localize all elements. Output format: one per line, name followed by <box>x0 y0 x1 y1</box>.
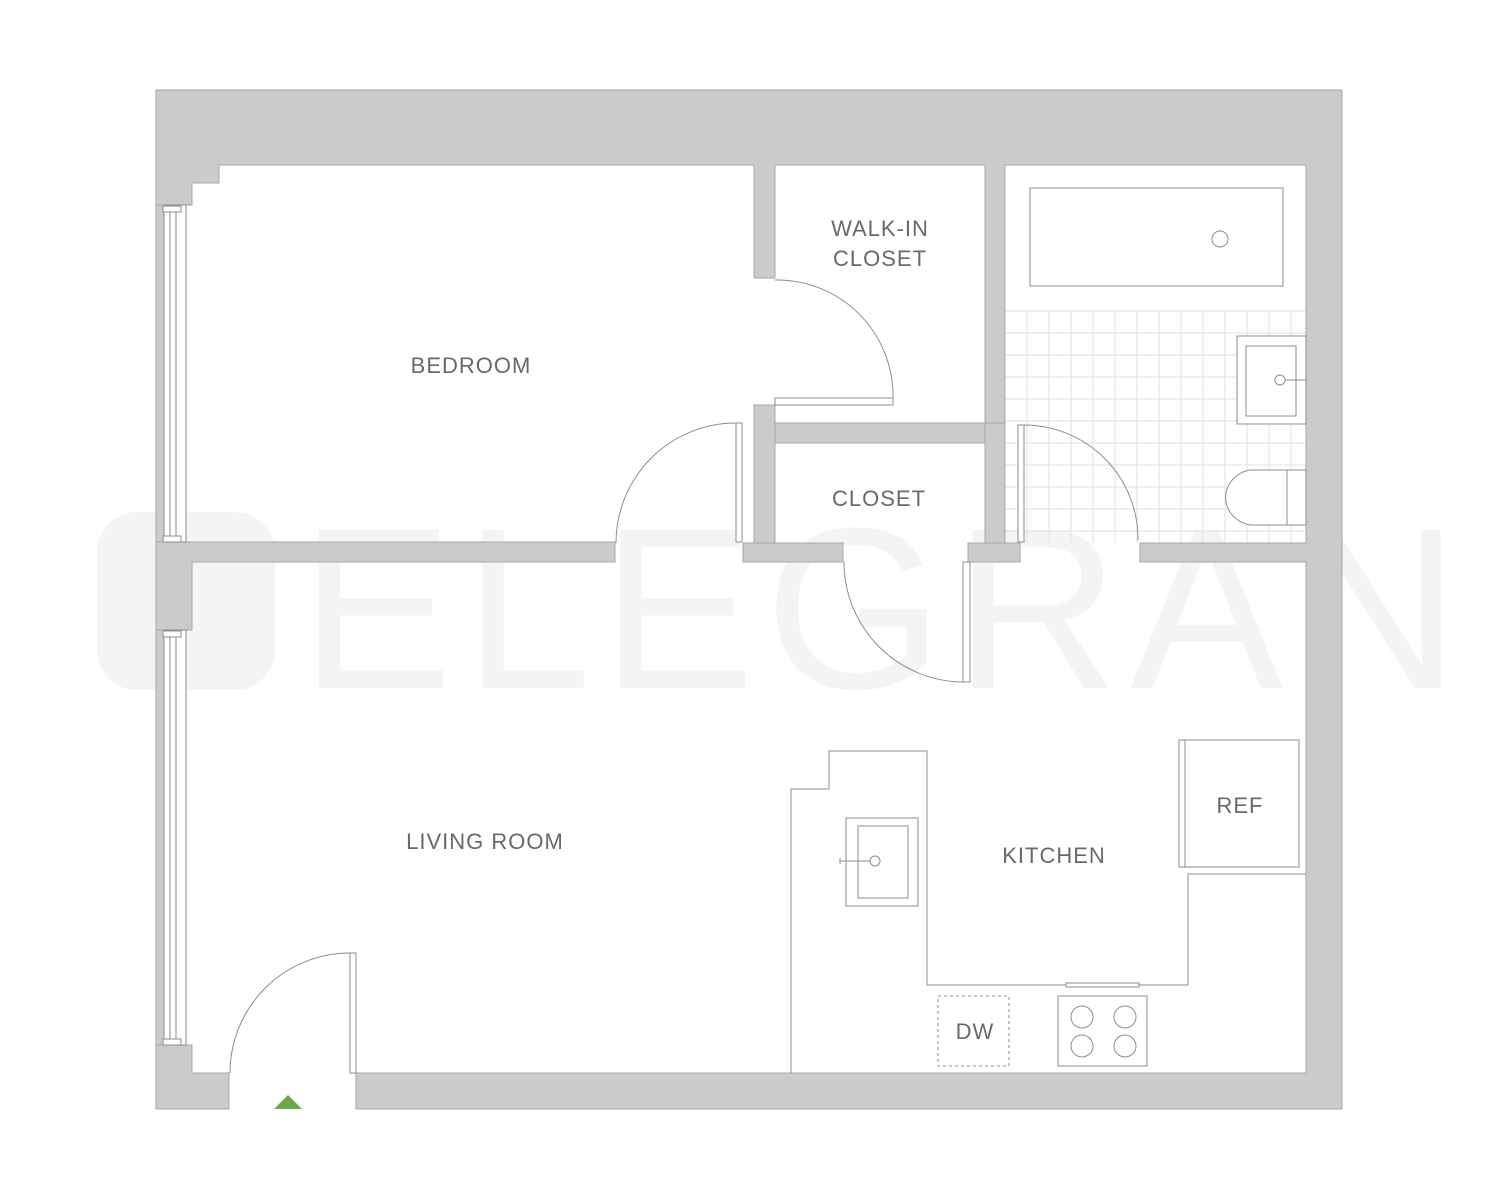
label-living-room: LIVING ROOM <box>406 829 564 854</box>
bedroom-door <box>615 422 743 544</box>
interior-walls <box>742 404 1006 563</box>
entry-door <box>229 952 357 1074</box>
doors <box>229 279 1139 1074</box>
closet-door <box>843 561 971 683</box>
label-walk-in-closet-line2: CLOSET <box>833 246 927 271</box>
windows <box>162 204 187 1046</box>
label-closet: CLOSET <box>832 486 926 511</box>
kitchen-fixtures <box>790 739 1306 1073</box>
label-walk-in-closet-line1: WALK-IN <box>831 216 929 241</box>
entry-arrow-icon <box>274 1095 302 1109</box>
room-labels: BEDROOM WALK-IN CLOSET CLOSET LIVING ROO… <box>406 216 1264 1044</box>
bathroom-door <box>1017 424 1139 543</box>
stove <box>1057 982 1148 1067</box>
label-ref: REF <box>1217 793 1264 818</box>
bathroom-fixtures <box>1029 187 1307 526</box>
toilet <box>1225 469 1307 526</box>
label-dw: DW <box>956 1019 995 1044</box>
walk-in-closet-door <box>774 279 894 406</box>
label-kitchen: KITCHEN <box>1002 843 1106 868</box>
bathroom-sink <box>1236 335 1307 425</box>
refrigerator <box>1178 739 1300 868</box>
dishwasher <box>937 995 1010 1067</box>
label-bedroom: BEDROOM <box>411 353 532 378</box>
bathtub-drain <box>1211 230 1229 248</box>
kitchen-sink <box>839 817 919 907</box>
bathtub <box>1029 187 1284 287</box>
